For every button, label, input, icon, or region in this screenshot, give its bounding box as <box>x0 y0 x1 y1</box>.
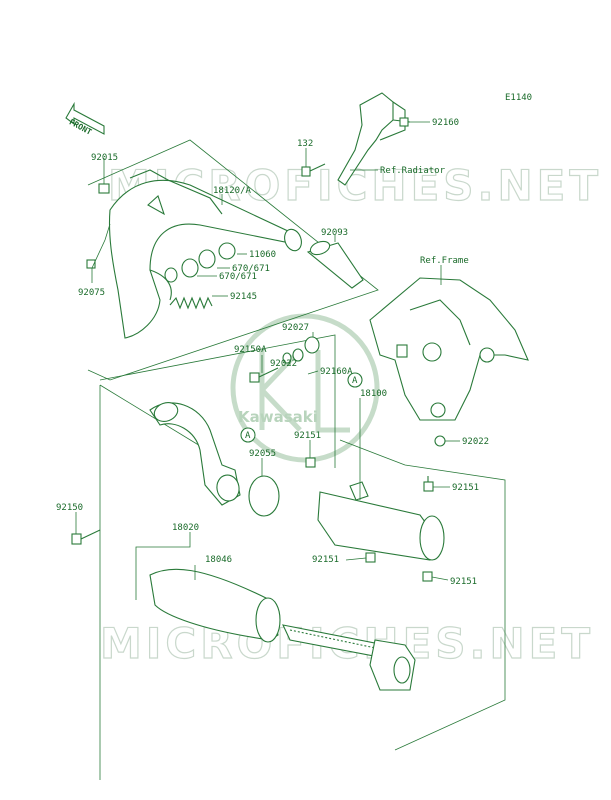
muffler-assembly <box>149 568 416 691</box>
nut-92151-left-icon <box>365 552 376 563</box>
part-labels: 92015 92075 18120/A 11060 670/671 670/67… <box>56 118 489 587</box>
label-92150: 92150 <box>56 503 83 513</box>
gasket-rings <box>164 242 236 283</box>
label-92150A: 92150A <box>234 345 267 355</box>
radiator-bracket <box>337 92 411 186</box>
label-92055: 92055 <box>249 449 276 459</box>
ref-marker-a-2: A <box>240 427 256 443</box>
label-92151-upper: 92151 <box>294 431 321 441</box>
label-18100: 18100 <box>360 389 387 399</box>
front-arrow-icon: FRONT <box>65 101 105 137</box>
label-92151-right: 92151 <box>452 483 479 493</box>
label-92022-right: 92022 <box>462 437 489 447</box>
ref-marker-a-1: A <box>347 372 363 388</box>
kawasaki-logo-text: Kawasaki <box>238 408 318 426</box>
label-670-671-a: 670/671 <box>232 264 270 274</box>
label-92160: 92160 <box>432 118 459 128</box>
leader-lines <box>75 121 460 600</box>
upper-group-frame <box>87 139 379 381</box>
ref-radiator: Ref.Radiator <box>380 166 446 176</box>
silencer-18100 <box>317 481 445 561</box>
bolt-92151-right-icon <box>423 476 434 492</box>
collar-92160A-icon <box>292 348 304 362</box>
label-92022-upper: 92022 <box>270 359 297 369</box>
ref-marker-a-2-text: A <box>245 431 251 441</box>
label-92151-lower: 92151 <box>450 577 477 587</box>
label-92151-left: 92151 <box>312 555 339 565</box>
collar-92027-icon <box>304 336 320 354</box>
bolt-92150A-icon <box>249 367 279 383</box>
ref-marker-a-1-text: A <box>352 376 358 386</box>
front-pipe <box>149 402 241 506</box>
label-18046: 18046 <box>205 555 232 565</box>
label-18020: 18020 <box>172 523 199 533</box>
label-18120A: 18120/A <box>213 186 252 196</box>
ref-frame: Ref.Frame <box>420 256 469 266</box>
label-11060: 11060 <box>249 250 276 260</box>
kawasaki-logo: Kawasaki <box>230 313 380 463</box>
bolt-92150-icon <box>71 529 101 545</box>
label-670-671-b: 670/671 <box>219 272 257 282</box>
label-132: 132 <box>297 139 313 149</box>
nut-92015-icon <box>98 183 110 194</box>
diagram-code: E1140 <box>505 93 532 103</box>
label-92075: 92075 <box>78 288 105 298</box>
washer-92022-right-icon <box>434 435 446 447</box>
label-92015: 92015 <box>91 153 118 163</box>
cap-92075-icon <box>86 259 96 269</box>
nut-92151-upper-icon <box>305 457 316 468</box>
label-92145: 92145 <box>230 292 257 302</box>
washer-92022-icon <box>282 352 292 364</box>
frame-section <box>369 277 529 421</box>
bolt-92151-lower-icon <box>422 571 433 582</box>
label-92160A: 92160A <box>320 367 353 377</box>
label-92027: 92027 <box>282 323 309 333</box>
expansion-chamber <box>108 169 302 339</box>
label-92093: 92093 <box>321 228 348 238</box>
gasket-92055-icon <box>248 475 280 517</box>
spring-icon <box>169 296 213 310</box>
tube-92093 <box>306 240 364 289</box>
